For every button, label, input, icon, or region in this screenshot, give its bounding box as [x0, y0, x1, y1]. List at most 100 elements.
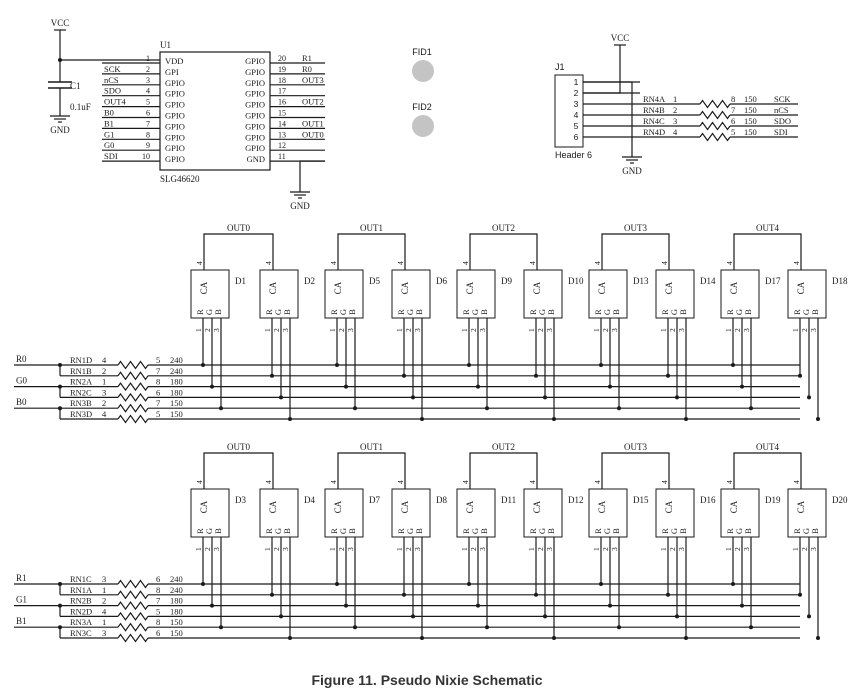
- ca-label: CA: [465, 281, 475, 294]
- junction-dot: [58, 603, 62, 608]
- resistor-symbol: [117, 382, 149, 392]
- pin-number: 3: [413, 328, 422, 332]
- out-bracket: OUT0: [203, 442, 274, 478]
- led-body: [259, 488, 299, 538]
- pin-name: GPIO: [165, 154, 185, 164]
- vcc-label: VCC: [51, 18, 70, 28]
- pin-number: 4: [725, 261, 734, 265]
- color-pin-label: R: [528, 528, 538, 534]
- pin-number: 3: [809, 328, 818, 332]
- ca-label: CA: [532, 500, 542, 513]
- pin-number: 20: [278, 54, 286, 63]
- net-label: OUT4: [104, 97, 126, 107]
- resistor-ref: RN3C: [70, 628, 92, 638]
- resistor-pin: 8: [731, 94, 735, 104]
- pin-number: 3: [545, 328, 554, 332]
- resistor-pin: 1: [102, 617, 106, 627]
- pin-number: 4: [660, 480, 669, 484]
- resistor-pin: 7: [156, 366, 160, 376]
- out-label: OUT3: [624, 223, 647, 233]
- resistor-pin: 5: [156, 409, 160, 419]
- pin-name: GPIO: [245, 89, 265, 99]
- pin-number: 4: [461, 261, 470, 265]
- pin-number: 3: [281, 328, 290, 332]
- color-pin-label: R: [329, 528, 339, 534]
- resistor-ref: RN4C: [643, 116, 665, 126]
- pin-name: GPI: [165, 67, 179, 77]
- led-ref: D18: [832, 276, 848, 286]
- net-label: R1: [302, 53, 312, 63]
- resistor-ref: RN3A: [70, 617, 93, 627]
- resistor-symbol: [699, 110, 731, 120]
- pin-name: GPIO: [165, 143, 185, 153]
- pin-number: 4: [329, 480, 338, 484]
- resistor-value: 150: [744, 105, 757, 115]
- resistor-symbol: [117, 414, 149, 424]
- net-label: SCK: [774, 94, 791, 104]
- resistor-pin: 7: [156, 398, 160, 408]
- pin-number: 4: [195, 480, 204, 484]
- common-anode-wire: [469, 233, 538, 259]
- net-label: B0: [104, 108, 114, 118]
- pin-number: 17: [278, 87, 286, 96]
- resistor-ref: RN3B: [70, 398, 92, 408]
- led-body: [787, 269, 827, 319]
- ca-label: CA: [268, 500, 278, 513]
- ground-symbol: GND: [290, 191, 310, 211]
- resistor-value: 150: [170, 628, 183, 638]
- resistor-ref: RN1A: [70, 585, 93, 595]
- color-pin-label: G: [602, 528, 612, 534]
- out-label: OUT4: [756, 223, 779, 233]
- header-pin-number: 1: [574, 77, 579, 87]
- pin-name: GND: [247, 154, 265, 164]
- net-label: OUT0: [302, 129, 324, 139]
- color-pin-label: G: [801, 309, 811, 315]
- resistor-pin: 8: [156, 617, 160, 627]
- ca-label: CA: [532, 281, 542, 294]
- out-bracket: OUT2: [469, 442, 538, 478]
- led-ref: D15: [633, 495, 649, 505]
- pin-number: 3: [413, 547, 422, 551]
- pin-number: 2: [404, 328, 413, 332]
- led-body: [720, 488, 760, 538]
- pin-number: 2: [272, 547, 281, 551]
- resistor-symbol: [117, 601, 149, 611]
- pin-name: GPIO: [245, 111, 265, 121]
- resistor-symbol: [117, 611, 149, 621]
- pin-number: 3: [346, 328, 355, 332]
- resistor-pin: 6: [156, 628, 160, 638]
- out-bracket: OUT1: [337, 442, 406, 478]
- pin-number: 2: [536, 547, 545, 551]
- junction-dot: [58, 406, 62, 411]
- resistor-value: 180: [170, 377, 183, 387]
- net-label: SDI: [104, 151, 118, 161]
- gnd-label: GND: [290, 201, 310, 211]
- led-ref: D12: [568, 495, 584, 505]
- color-pin-label: B: [414, 528, 424, 534]
- color-pin-label: B: [282, 309, 292, 315]
- pin-number: 2: [337, 547, 346, 551]
- resistor-value: 180: [170, 596, 183, 606]
- junction-dot: [58, 384, 62, 389]
- led-ref: D5: [369, 276, 380, 286]
- resistor-pin: 1: [102, 377, 106, 387]
- vcc-symbol: VCC: [51, 18, 70, 31]
- color-pin-label: R: [593, 309, 603, 315]
- out-bracket: OUT1: [337, 223, 406, 259]
- resistor-ref: RN2D: [70, 606, 92, 616]
- pin-number: 4: [725, 480, 734, 484]
- net-label: SDI: [774, 127, 788, 137]
- resistor-ref: RN1C: [70, 574, 92, 584]
- pin-number: 3: [545, 547, 554, 551]
- resistor-pin: 6: [156, 574, 160, 584]
- color-pin-label: R: [195, 309, 205, 315]
- led-ref: D20: [832, 495, 848, 505]
